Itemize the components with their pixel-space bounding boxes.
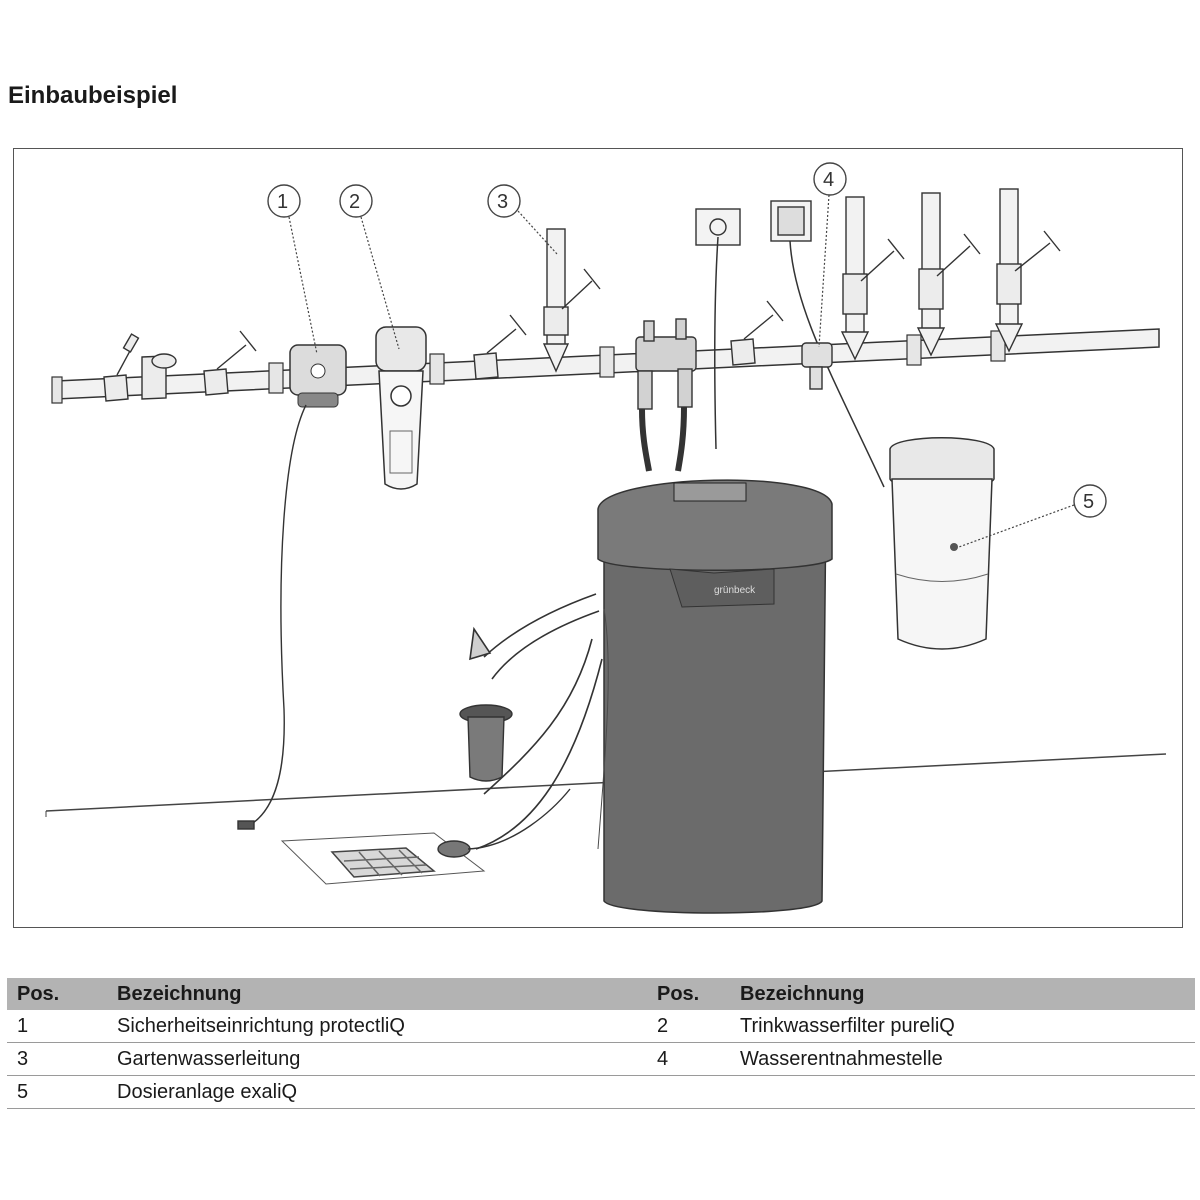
legend-table: Pos. Bezeichnung Pos. Bezeichnung 1 Sich…	[7, 978, 1195, 1109]
svg-text:1: 1	[277, 191, 288, 213]
sensor-cables	[237, 404, 571, 858]
callout-5: 5	[958, 484, 1107, 548]
header-bezeichnung-b: Bezeichnung	[730, 978, 1195, 1010]
header-bezeichnung-a: Bezeichnung	[107, 978, 647, 1010]
svg-text:4: 4	[823, 169, 834, 191]
name-cell: Dosieranlage exaliQ	[107, 1075, 647, 1109]
callout-2: 2	[339, 184, 400, 350]
brand-label: grünbeck	[714, 585, 756, 596]
callout-4: 4	[813, 162, 847, 348]
callout-1: 1	[267, 184, 318, 355]
water-softener: grünbeck	[597, 479, 833, 914]
name-cell: Sicherheitseinrichtung protectliQ	[107, 1010, 647, 1043]
callouts: 1 2 3 4 5	[267, 162, 1107, 548]
floor-drain	[280, 832, 486, 885]
header-pos-b: Pos.	[647, 978, 730, 1010]
pos-cell: 4	[647, 1042, 730, 1076]
tap-point	[801, 342, 833, 390]
page-title: Einbaubeispiel	[8, 82, 178, 109]
connection-block	[635, 318, 697, 472]
protectliq-device	[289, 344, 347, 408]
installation-diagram: grünbeck	[13, 148, 1183, 928]
svg-text:5: 5	[1083, 491, 1094, 513]
exaliq-dosing-unit	[889, 437, 995, 650]
power-sockets	[695, 200, 885, 488]
diagram-canvas: grünbeck	[45, 162, 1167, 914]
pos-cell: 2	[647, 1010, 730, 1043]
pos-cell: 5	[7, 1075, 107, 1109]
name-cell: Gartenwasserleitung	[107, 1042, 647, 1076]
svg-text:2: 2	[349, 191, 360, 213]
header-pos-a: Pos.	[7, 978, 107, 1010]
svg-text:3: 3	[497, 191, 508, 213]
table-row: 1 Sicherheitseinrichtung protectliQ 2 Tr…	[7, 1010, 1195, 1043]
pos-cell: 1	[7, 1010, 107, 1043]
name-cell	[730, 1075, 1195, 1109]
riser-pipes	[542, 188, 1061, 373]
main-valves	[103, 300, 784, 402]
table-row: 3 Gartenwasserleitung 4 Wasserentnahmest…	[7, 1042, 1195, 1076]
pos-cell	[647, 1075, 730, 1109]
pos-cell: 3	[7, 1042, 107, 1076]
callout-3: 3	[487, 184, 558, 255]
legend-header-row: Pos. Bezeichnung Pos. Bezeichnung	[7, 978, 1195, 1010]
name-cell: Trinkwasserfilter pureliQ	[730, 1010, 1195, 1043]
table-row: 5 Dosieranlage exaliQ	[7, 1075, 1195, 1109]
name-cell: Wasserentnahmestelle	[730, 1042, 1195, 1076]
container-small	[459, 704, 513, 782]
pureliq-filter	[375, 326, 427, 490]
